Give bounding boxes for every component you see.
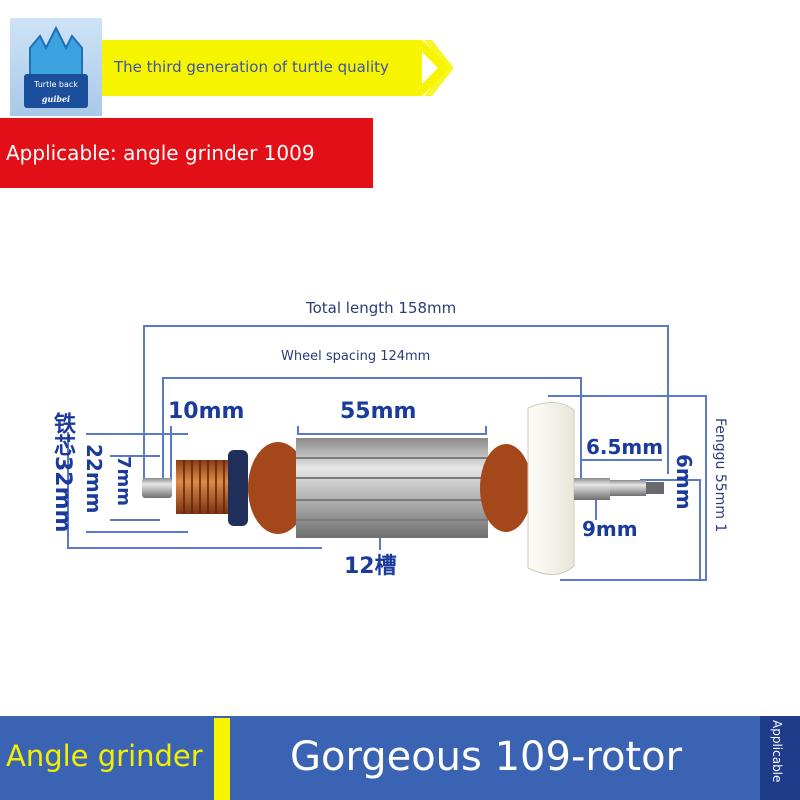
shaft-thread bbox=[646, 482, 664, 494]
total-length-label: Total length 158mm bbox=[306, 299, 457, 317]
dimension-lines bbox=[67, 325, 707, 581]
fan-label: Fenggu 55mm 1 bbox=[712, 418, 728, 533]
cooling-fan bbox=[527, 402, 575, 575]
shaft-right bbox=[574, 478, 610, 500]
chevron-right-icon bbox=[410, 40, 454, 96]
rotor-core bbox=[296, 438, 488, 538]
slots-label: 12槽 bbox=[344, 554, 397, 579]
brand-logo: Turtle back guibei bbox=[10, 18, 102, 116]
winding-right bbox=[480, 444, 532, 532]
logo-text: Turtle back bbox=[34, 80, 78, 89]
footer-side-label: Applicable bbox=[770, 720, 784, 783]
shaft-left bbox=[142, 478, 172, 498]
shaft-diameter-label: 7mm bbox=[113, 456, 134, 507]
footer-side-tab bbox=[760, 716, 800, 800]
tagline-text: The third generation of turtle quality bbox=[114, 58, 389, 76]
logo-subtext: guibei bbox=[41, 94, 71, 104]
thread-label: 6mm bbox=[672, 454, 696, 510]
shaft-end-label: 10mm bbox=[168, 399, 245, 424]
tagline-banner bbox=[102, 40, 422, 96]
turtle-logo-icon bbox=[24, 25, 88, 108]
shaft-tip bbox=[610, 480, 646, 496]
wheel-spacing-label: Wheel spacing 124mm bbox=[281, 349, 431, 364]
winding-left bbox=[248, 442, 308, 534]
footer-bar bbox=[0, 716, 800, 800]
core-length-label: 55mm bbox=[340, 399, 417, 424]
applicable-banner bbox=[0, 118, 373, 188]
applicable-text: Applicable: angle grinder 1009 bbox=[6, 141, 315, 165]
insulator-ring bbox=[228, 450, 248, 526]
core-diameter-label: 铁芯32mm bbox=[50, 412, 75, 533]
footer-left-label: Angle grinder bbox=[6, 739, 203, 773]
footer-divider bbox=[214, 718, 230, 800]
shaft-tip-label: 6.5mm bbox=[586, 435, 664, 459]
bearing-label: 9mm bbox=[582, 517, 638, 541]
footer-right-label: Gorgeous 109-rotor bbox=[290, 734, 683, 780]
commutator-diameter-label: 22mm bbox=[82, 444, 106, 514]
